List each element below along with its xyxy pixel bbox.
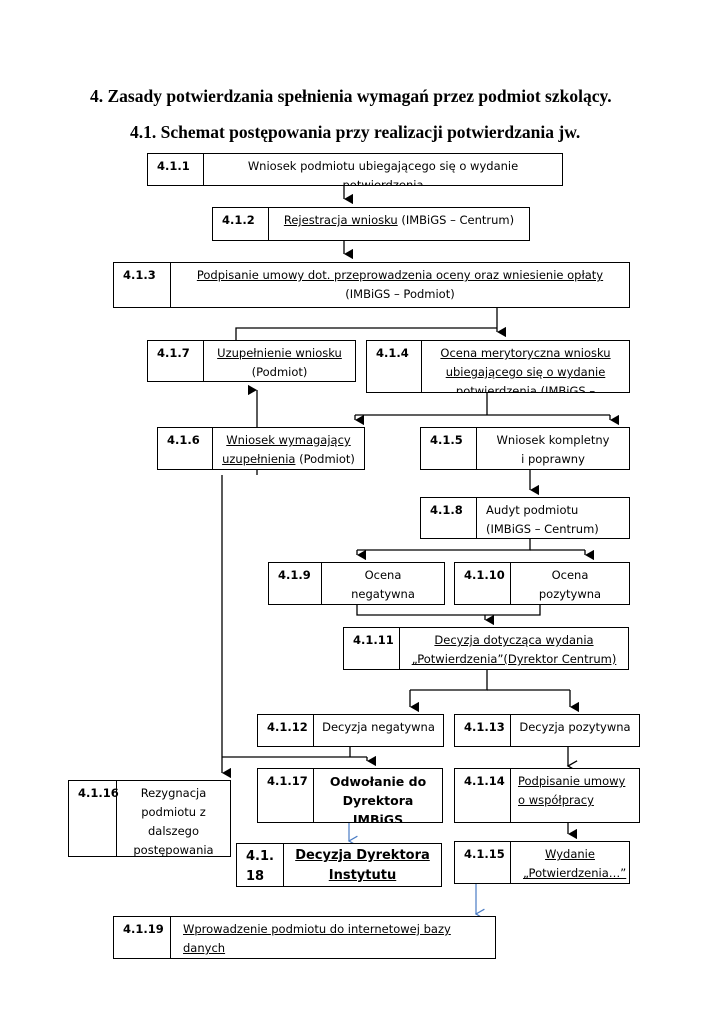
step-text: Ocena negatywna audytu bbox=[351, 568, 415, 601]
step-number: 4.1.7 bbox=[148, 341, 204, 381]
step-number: 4.1.13 bbox=[455, 715, 511, 746]
step-text: Decyzja Dyrektora Instytutu bbox=[284, 844, 441, 886]
step-4-1-9: 4.1.9 Ocena negatywna audytu bbox=[268, 562, 445, 605]
step-number: 4.1.3 bbox=[114, 263, 171, 307]
step-4-1-11: 4.1.11 Decyzja dotycząca wydania „Potwie… bbox=[343, 627, 629, 670]
step-text-plain: (Podmiot) bbox=[295, 452, 355, 466]
step-text-underlined: Podpisanie umowy dot. przeprowadzenia oc… bbox=[196, 268, 604, 282]
step-text: Rezygnacja podmiotu z dalszego postępowa… bbox=[133, 786, 214, 857]
step-text: Uzupełnienie wniosku (Podmiot) bbox=[204, 341, 355, 381]
step-text-underlined: Decyzja Dyrektora Instytutu bbox=[295, 848, 430, 883]
step-text: Odwołanie do Dyrektora IMBiGS bbox=[329, 774, 427, 823]
step-text-underlined: Podpisanie umowy o współpracy bbox=[518, 774, 626, 807]
step-number: 4.1.4 bbox=[367, 341, 422, 392]
step-text-plain: (IMBiGS – Centrum) bbox=[397, 213, 515, 227]
step-text: Podpisanie umowy dot. przeprowadzenia oc… bbox=[171, 263, 629, 307]
step-4-1-1: 4.1.1 Wniosek podmiotu ubiegającego się … bbox=[147, 153, 563, 186]
step-text-underlined: Wniosek wymagający uzupełnienia bbox=[222, 433, 351, 466]
step-text: Decyzja negatywna bbox=[322, 720, 435, 734]
step-number: 4.1.19 bbox=[114, 917, 171, 958]
step-4-1-3: 4.1.3 Podpisanie umowy dot. przeprowadze… bbox=[113, 262, 630, 308]
step-text: Wniosek podmiotu ubiegającego się o wyda… bbox=[247, 159, 519, 186]
step-number: 4.1.15 bbox=[455, 842, 511, 883]
section-heading: 4. Zasady potwierdzania spełnienia wymag… bbox=[90, 86, 612, 106]
step-4-1-7: 4.1.7 Uzupełnienie wniosku (Podmiot) bbox=[147, 340, 356, 382]
step-text: Decyzja pozytywna bbox=[519, 720, 631, 734]
step-4-1-16: 4.1.16 Rezygnacja podmiotu z dalszego po… bbox=[68, 780, 231, 857]
step-number: 4.1.14 bbox=[455, 769, 511, 822]
step-4-1-4: 4.1.4 Ocena merytoryczna wniosku ubiegaj… bbox=[366, 340, 630, 393]
step-number: 4.1.10 bbox=[455, 563, 511, 604]
step-text-underlined: Decyzja dotycząca wydania „Potwierdzenia… bbox=[411, 633, 617, 666]
step-number: 4.1.1 bbox=[148, 154, 204, 185]
step-number: 4.1.5 bbox=[421, 428, 477, 469]
step-4-1-2: 4.1.2 Rejestracja wniosku (IMBiGS – Cent… bbox=[212, 207, 530, 241]
step-text-underlined: Wydanie „Potwierdzenia…” bbox=[523, 847, 627, 880]
step-number: 4.1.6 bbox=[158, 428, 213, 469]
step-text-plain: (IMBiGS – Podmiot) bbox=[345, 287, 455, 301]
step-4-1-19: 4.1.19 Wprowadzenie podmiotu do internet… bbox=[113, 916, 496, 959]
step-text: Rejestracja wniosku (IMBiGS – Centrum) bbox=[269, 208, 529, 240]
step-4-1-12: 4.1.12 Decyzja negatywna bbox=[257, 714, 444, 747]
step-4-1-14: 4.1.14 Podpisanie umowy o współpracy bbox=[454, 768, 640, 823]
step-4-1-17: 4.1.17 Odwołanie do Dyrektora IMBiGS bbox=[257, 768, 443, 823]
step-text-underlined: Ocena merytoryczna wniosku ubiegającego … bbox=[440, 346, 611, 393]
step-text-underlined: Uzupełnienie wniosku bbox=[217, 346, 342, 360]
step-number: 4.1.18 bbox=[237, 844, 284, 886]
step-text-underlined: Rejestracja wniosku bbox=[283, 213, 398, 227]
step-4-1-6: 4.1.6 Wniosek wymagający uzupełnienia (P… bbox=[157, 427, 365, 470]
step-number: 4.1.16 bbox=[69, 781, 119, 856]
step-number: 4.1.9 bbox=[269, 563, 322, 604]
step-4-1-10: 4.1.10 Ocena pozytywna audytu bbox=[454, 562, 630, 605]
step-text: Wydanie „Potwierdzenia…” bbox=[511, 842, 629, 883]
step-text-plain: (Podmiot) bbox=[251, 365, 308, 379]
step-text: Decyzja dotycząca wydania „Potwierdzenia… bbox=[400, 628, 628, 669]
step-text: Wniosek kompletny i poprawny bbox=[496, 433, 610, 466]
step-text: Audyt podmiotu (IMBiGS – Centrum) bbox=[486, 503, 599, 536]
step-text: Ocena pozytywna audytu bbox=[538, 568, 602, 601]
step-text: Podpisanie umowy o współpracy bbox=[511, 769, 639, 822]
step-4-1-13: 4.1.13 Decyzja pozytywna bbox=[454, 714, 640, 747]
step-4-1-8: 4.1.8 Audyt podmiotu (IMBiGS – Centrum) bbox=[420, 497, 630, 539]
subsection-heading: 4.1. Schemat postępowania przy realizacj… bbox=[130, 122, 581, 142]
step-number: 4.1.2 bbox=[213, 208, 269, 240]
step-text: Wprowadzenie podmiotu do internetowej ba… bbox=[171, 917, 495, 958]
step-4-1-18: 4.1.18 Decyzja Dyrektora Instytutu bbox=[236, 843, 442, 887]
step-text: Wniosek wymagający uzupełnienia (Podmiot… bbox=[213, 428, 364, 469]
step-4-1-15: 4.1.15 Wydanie „Potwierdzenia…” bbox=[454, 841, 630, 884]
step-number: 4.1.12 bbox=[258, 715, 314, 746]
step-number: 4.1.8 bbox=[421, 498, 477, 538]
step-number: 4.1.11 bbox=[344, 628, 400, 669]
step-text: Ocena merytoryczna wniosku ubiegającego … bbox=[422, 341, 629, 392]
step-text-underlined: Wprowadzenie podmiotu do internetowej ba… bbox=[183, 922, 451, 955]
step-number: 4.1.17 bbox=[258, 769, 314, 822]
step-4-1-5: 4.1.5 Wniosek kompletny i poprawny bbox=[420, 427, 630, 470]
